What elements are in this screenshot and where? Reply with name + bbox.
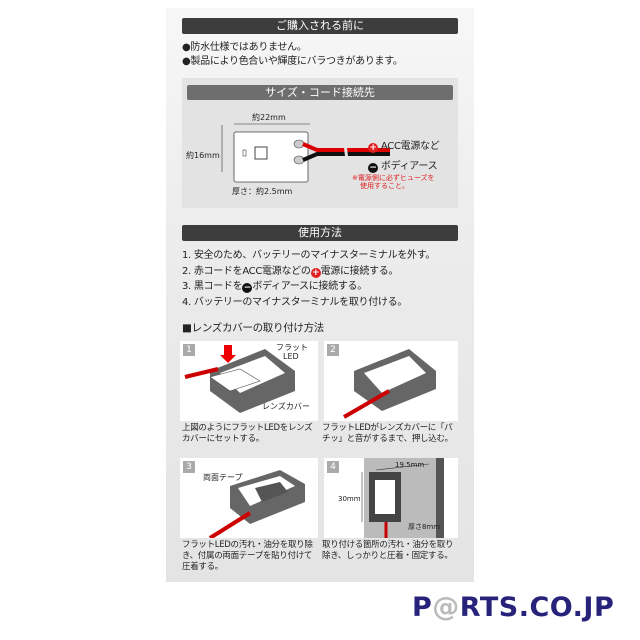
step1-label: レンズカバー: [262, 402, 310, 411]
logo-text: P: [412, 592, 433, 623]
usage-step: 4. バッテリーのマイナスターミナルを取り付ける。: [182, 297, 408, 308]
body-text: ボディアース: [380, 161, 438, 172]
step2-image: [324, 341, 458, 421]
width-label: 約22mm: [252, 113, 286, 122]
step1-image: [180, 341, 318, 421]
plus-icon: +: [368, 143, 378, 153]
step-number: 1: [183, 344, 195, 356]
step-number: 2: [327, 344, 339, 356]
caption-line: カバーにセットする。: [182, 434, 265, 444]
body-label: − ボディアース: [368, 157, 438, 173]
notice-bullet: ●製品により色合いや輝度にバラつきがあります。: [182, 56, 403, 67]
caption-line: フラットLEDの汚れ・油分を取り除: [182, 540, 313, 550]
step-text: 電源に接続する。: [320, 266, 399, 277]
lens-heading: ■レンズカバーの取り付け方法: [182, 322, 325, 334]
step4-label: 30mm: [338, 495, 361, 503]
thickness-label: 厚さ：約2.5mm: [232, 187, 293, 196]
usage-header: 使用方法: [182, 225, 458, 241]
acc-label: + ACC電源など: [368, 137, 440, 153]
acc-text: ACC電源など: [380, 141, 440, 152]
warning-line: ※電源側に必ずヒューズを: [352, 174, 435, 182]
step4-label: 19.5mm: [395, 461, 425, 469]
step3-label: 両面テープ: [203, 473, 243, 482]
caption-line: 圧着する。: [182, 562, 224, 572]
led-diagram: [221, 123, 390, 183]
step2-caption: フラットLEDがレンズカバーに「パチッ」と音がするまで、押し込む。: [322, 423, 462, 445]
logo-at-icon: @: [432, 592, 460, 623]
logo-text: RTS.CO.JP: [459, 592, 615, 623]
parts-logo: P@RTS.CO.JP: [412, 592, 614, 623]
usage-step: 1. 安全のため、バッテリーのマイナスターミナルを外す。: [182, 250, 436, 261]
usage-step: 2. 赤コードをACC電源などの+電源に接続する。: [182, 262, 398, 278]
step4-image: [324, 458, 458, 538]
step1-label: フラット: [276, 343, 308, 352]
height-label: 約16mm: [186, 151, 220, 160]
minus-icon: −: [242, 283, 253, 293]
step4-caption: 取り付ける箇所の汚れ・油分を取り除き、しっかりと圧着・固定する。: [322, 540, 462, 562]
step-number: 4: [327, 461, 339, 473]
step3-image: [180, 458, 318, 540]
step4-label: 厚さ8mm: [408, 523, 441, 531]
usage-step: 3. 黒コードを−ボディアースに接続する。: [182, 277, 367, 293]
step1-caption: 上図のようにフラットLEDをレンズカバーにセットする。: [182, 423, 322, 445]
step-number: 3: [183, 461, 195, 473]
notice-header: ご購入される前に: [182, 18, 458, 34]
minus-icon: −: [368, 163, 378, 173]
caption-line: チッ」と音がするまで、押し込む。: [322, 434, 453, 444]
size-header: サイズ・コード接続先: [187, 85, 453, 100]
notice-bullet: ●防水仕様ではありません。: [182, 42, 307, 53]
step3-caption: フラットLEDの汚れ・油分を取り除き、付属の両面テープを貼り付けて圧着する。: [182, 540, 322, 573]
caption-line: 取り付ける箇所の汚れ・油分を取り: [322, 540, 454, 550]
warning-line: 使用すること。: [360, 182, 409, 190]
caption-line: き、付属の両面テープを貼り付けて: [182, 551, 313, 561]
step1-label: LED: [283, 352, 299, 361]
caption-line: フラットLEDがレンズカバーに「パ: [322, 423, 453, 433]
step-text: ボディアースに接続する。: [252, 281, 367, 292]
plus-icon: +: [310, 268, 321, 278]
caption-line: 上図のようにフラットLEDをレンズ: [182, 423, 313, 433]
step-text: 2. 赤コードをACC電源などの: [182, 266, 311, 277]
caption-line: 除き、しっかりと圧着・固定する。: [322, 551, 453, 561]
step-text: 3. 黒コードを: [182, 281, 243, 292]
